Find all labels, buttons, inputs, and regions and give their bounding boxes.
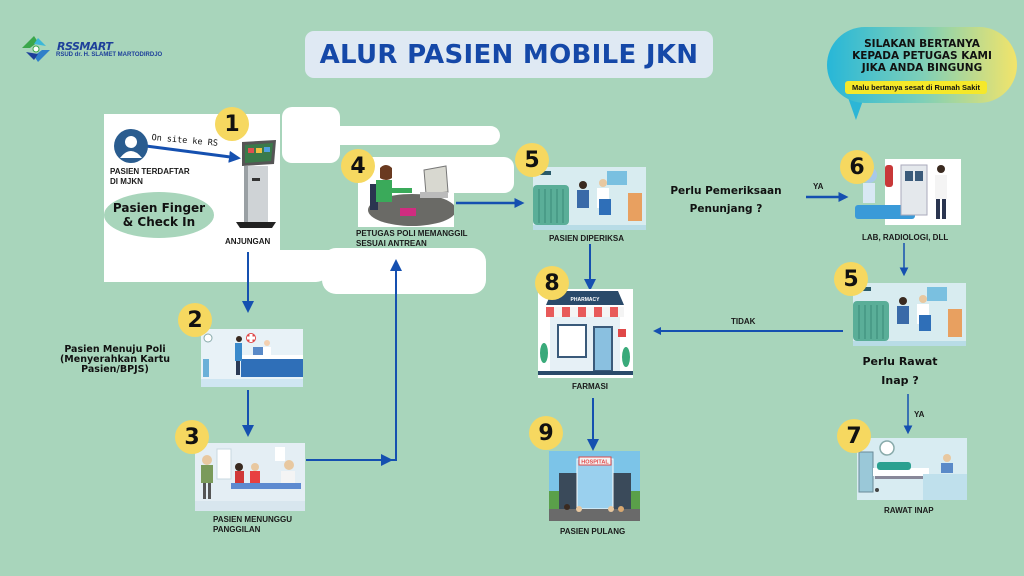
step-6-caption: LAB, RADIOLOGI, DLL xyxy=(862,233,949,242)
finger-checkin-label: Pasien Finger & Check In xyxy=(104,192,214,238)
question-penunjang: Perlu Pemeriksaan Penunjang ? xyxy=(670,185,782,215)
inpatient-ward-image xyxy=(857,438,967,500)
question-rawat-inap: Perlu Rawat Inap ? xyxy=(862,355,938,387)
step-1-caption: ANJUNGAN xyxy=(225,237,271,246)
panel-top-bar xyxy=(330,126,500,145)
arrow-onsite xyxy=(145,144,241,163)
step-1-badge: 1 xyxy=(215,107,249,141)
step-2-description: Pasien Menuju Poli (Menyerahkan Kartu Pa… xyxy=(59,344,171,375)
hospital-image: HOSPITAL xyxy=(549,451,640,521)
callout-line-1: SILAKAN BERTANYA xyxy=(864,38,980,50)
callout-line-2: KEPADA PETUGAS KAMI xyxy=(852,50,992,62)
panel-strip-1 xyxy=(160,250,330,282)
step-4-caption: PETUGAS POLI MEMANGGIL SESUAI ANTREAN xyxy=(356,229,468,248)
page-title-box: ALUR PASIEN MOBILE JKN xyxy=(305,31,713,78)
step-8-caption: FARMASI xyxy=(572,382,608,391)
logo-subtitle: RSUD dr. H. SLAMET MARTODIRDJO xyxy=(56,52,163,58)
patient-avatar-icon xyxy=(114,129,148,163)
staff-computer-image xyxy=(362,158,454,226)
step-2-badge: 2 xyxy=(178,303,212,337)
yes-label-1: YA xyxy=(813,182,824,191)
yes-label-2: YA xyxy=(914,410,925,419)
step-9-badge: 9 xyxy=(529,416,563,450)
page-title: ALUR PASIEN MOBILE JKN xyxy=(319,39,699,70)
step-7-caption: RAWAT INAP xyxy=(884,506,934,515)
poli-desk-image xyxy=(201,329,303,387)
step-5b-badge: 5 xyxy=(834,262,868,296)
step-3-badge: 3 xyxy=(175,420,209,454)
hospital-sign: HOSPITAL xyxy=(581,460,609,466)
step-4-badge: 4 xyxy=(341,149,375,183)
logo-brand: RSSMART xyxy=(57,40,113,53)
step-3-caption: PASIEN MENUNGGU PANGGILAN xyxy=(213,515,292,534)
logo xyxy=(20,34,52,64)
waiting-room-image xyxy=(195,443,305,511)
arrow-3-to-4 xyxy=(306,268,397,461)
step-5-badge: 5 xyxy=(515,143,549,177)
callout-text: SILAKAN BERTANYA KEPADA PETUGAS KAMI JIK… xyxy=(827,38,1017,74)
registered-caption: PASIEN TERDAFTAR DI MJKN xyxy=(110,167,190,186)
callout-subtitle: Malu bertanya sesat di Rumah Sakit xyxy=(845,81,987,94)
pharmacy-sign: PHARMACY xyxy=(571,297,601,303)
no-label: TIDAK xyxy=(731,317,756,326)
step-8-badge: 8 xyxy=(535,266,569,300)
panel-strip-2 xyxy=(322,248,486,294)
doctor-exam-image xyxy=(533,167,646,230)
kiosk-image xyxy=(230,138,280,230)
step-9-caption: PASIEN PULANG xyxy=(560,527,626,536)
pharmacy-image: PHARMACY xyxy=(538,289,633,378)
step-7-badge: 7 xyxy=(837,419,871,453)
callout-line-3: JIKA ANDA BINGUNG xyxy=(861,62,983,74)
doctor-exam-image-2 xyxy=(853,283,966,346)
lab-radiology-image xyxy=(851,159,961,225)
logo-icon xyxy=(22,36,50,62)
step-6-badge: 6 xyxy=(840,150,874,184)
step-5-caption: PASIEN DIPERIKSA xyxy=(549,234,624,243)
